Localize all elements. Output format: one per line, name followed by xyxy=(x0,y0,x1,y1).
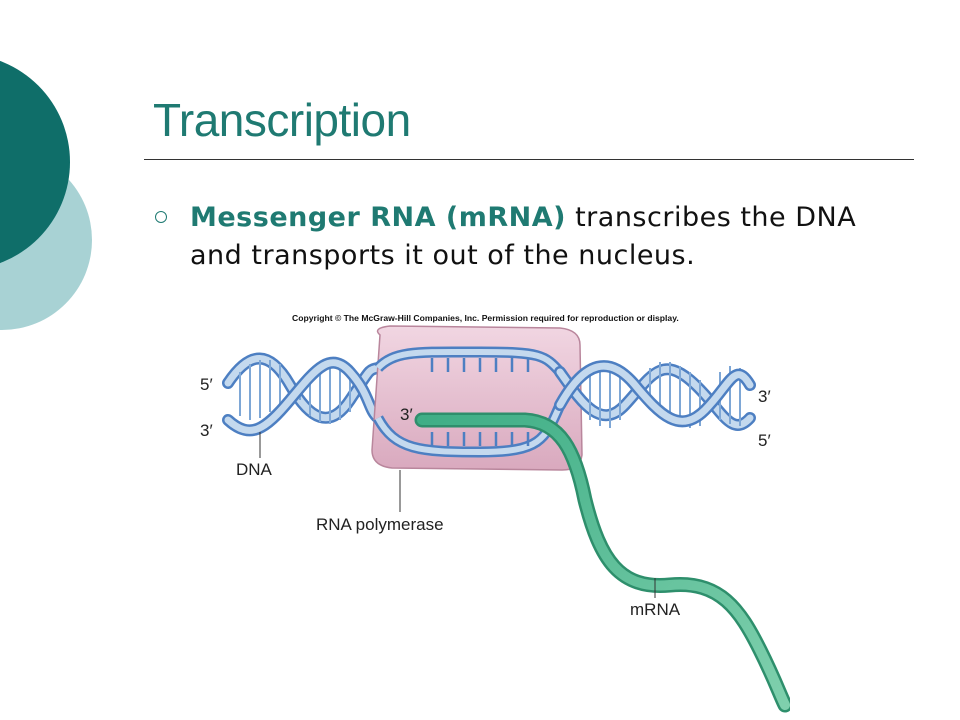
mrna-strand xyxy=(414,412,790,713)
bullet-body: transcribes the DNA and transports it ou… xyxy=(190,202,857,271)
copyright-notice: Copyright © The McGraw-Hill Companies, I… xyxy=(290,313,681,323)
mrna-label: mRNA xyxy=(630,600,681,619)
transcription-diagram: 5′ 3′ 3′ 5′ 3′ DNA RNA polymerase mRNA 5… xyxy=(200,325,790,713)
dna-5prime-left-label: 5′ xyxy=(200,375,213,394)
slide-title: Transcription xyxy=(153,94,411,146)
title-divider xyxy=(144,159,914,160)
rna-3prime-label: 3′ xyxy=(400,405,413,424)
bullet-circle-icon xyxy=(155,211,167,223)
dna-3prime-left-label: 3′ xyxy=(200,421,213,440)
rna-polymerase-label: RNA polymerase xyxy=(316,515,444,534)
dna-3prime-right-label: 3′ xyxy=(758,387,771,406)
rna-polymerase-body xyxy=(371,325,583,471)
decorative-circles xyxy=(0,60,92,330)
bullet-item: Messenger RNA (mRNA) transcribes the DNA… xyxy=(155,199,875,275)
dark-teal-circle xyxy=(0,60,70,264)
dna-5prime-right-label: 5′ xyxy=(758,431,771,450)
dna-helix-right xyxy=(554,360,756,431)
label-leader-lines xyxy=(259,432,656,598)
bullet-text: Messenger RNA (mRNA) transcribes the DNA… xyxy=(190,199,875,275)
dna-label: DNA xyxy=(236,460,273,479)
dna-helix-left xyxy=(222,352,384,437)
bullet-term: Messenger RNA (mRNA) xyxy=(190,202,566,233)
